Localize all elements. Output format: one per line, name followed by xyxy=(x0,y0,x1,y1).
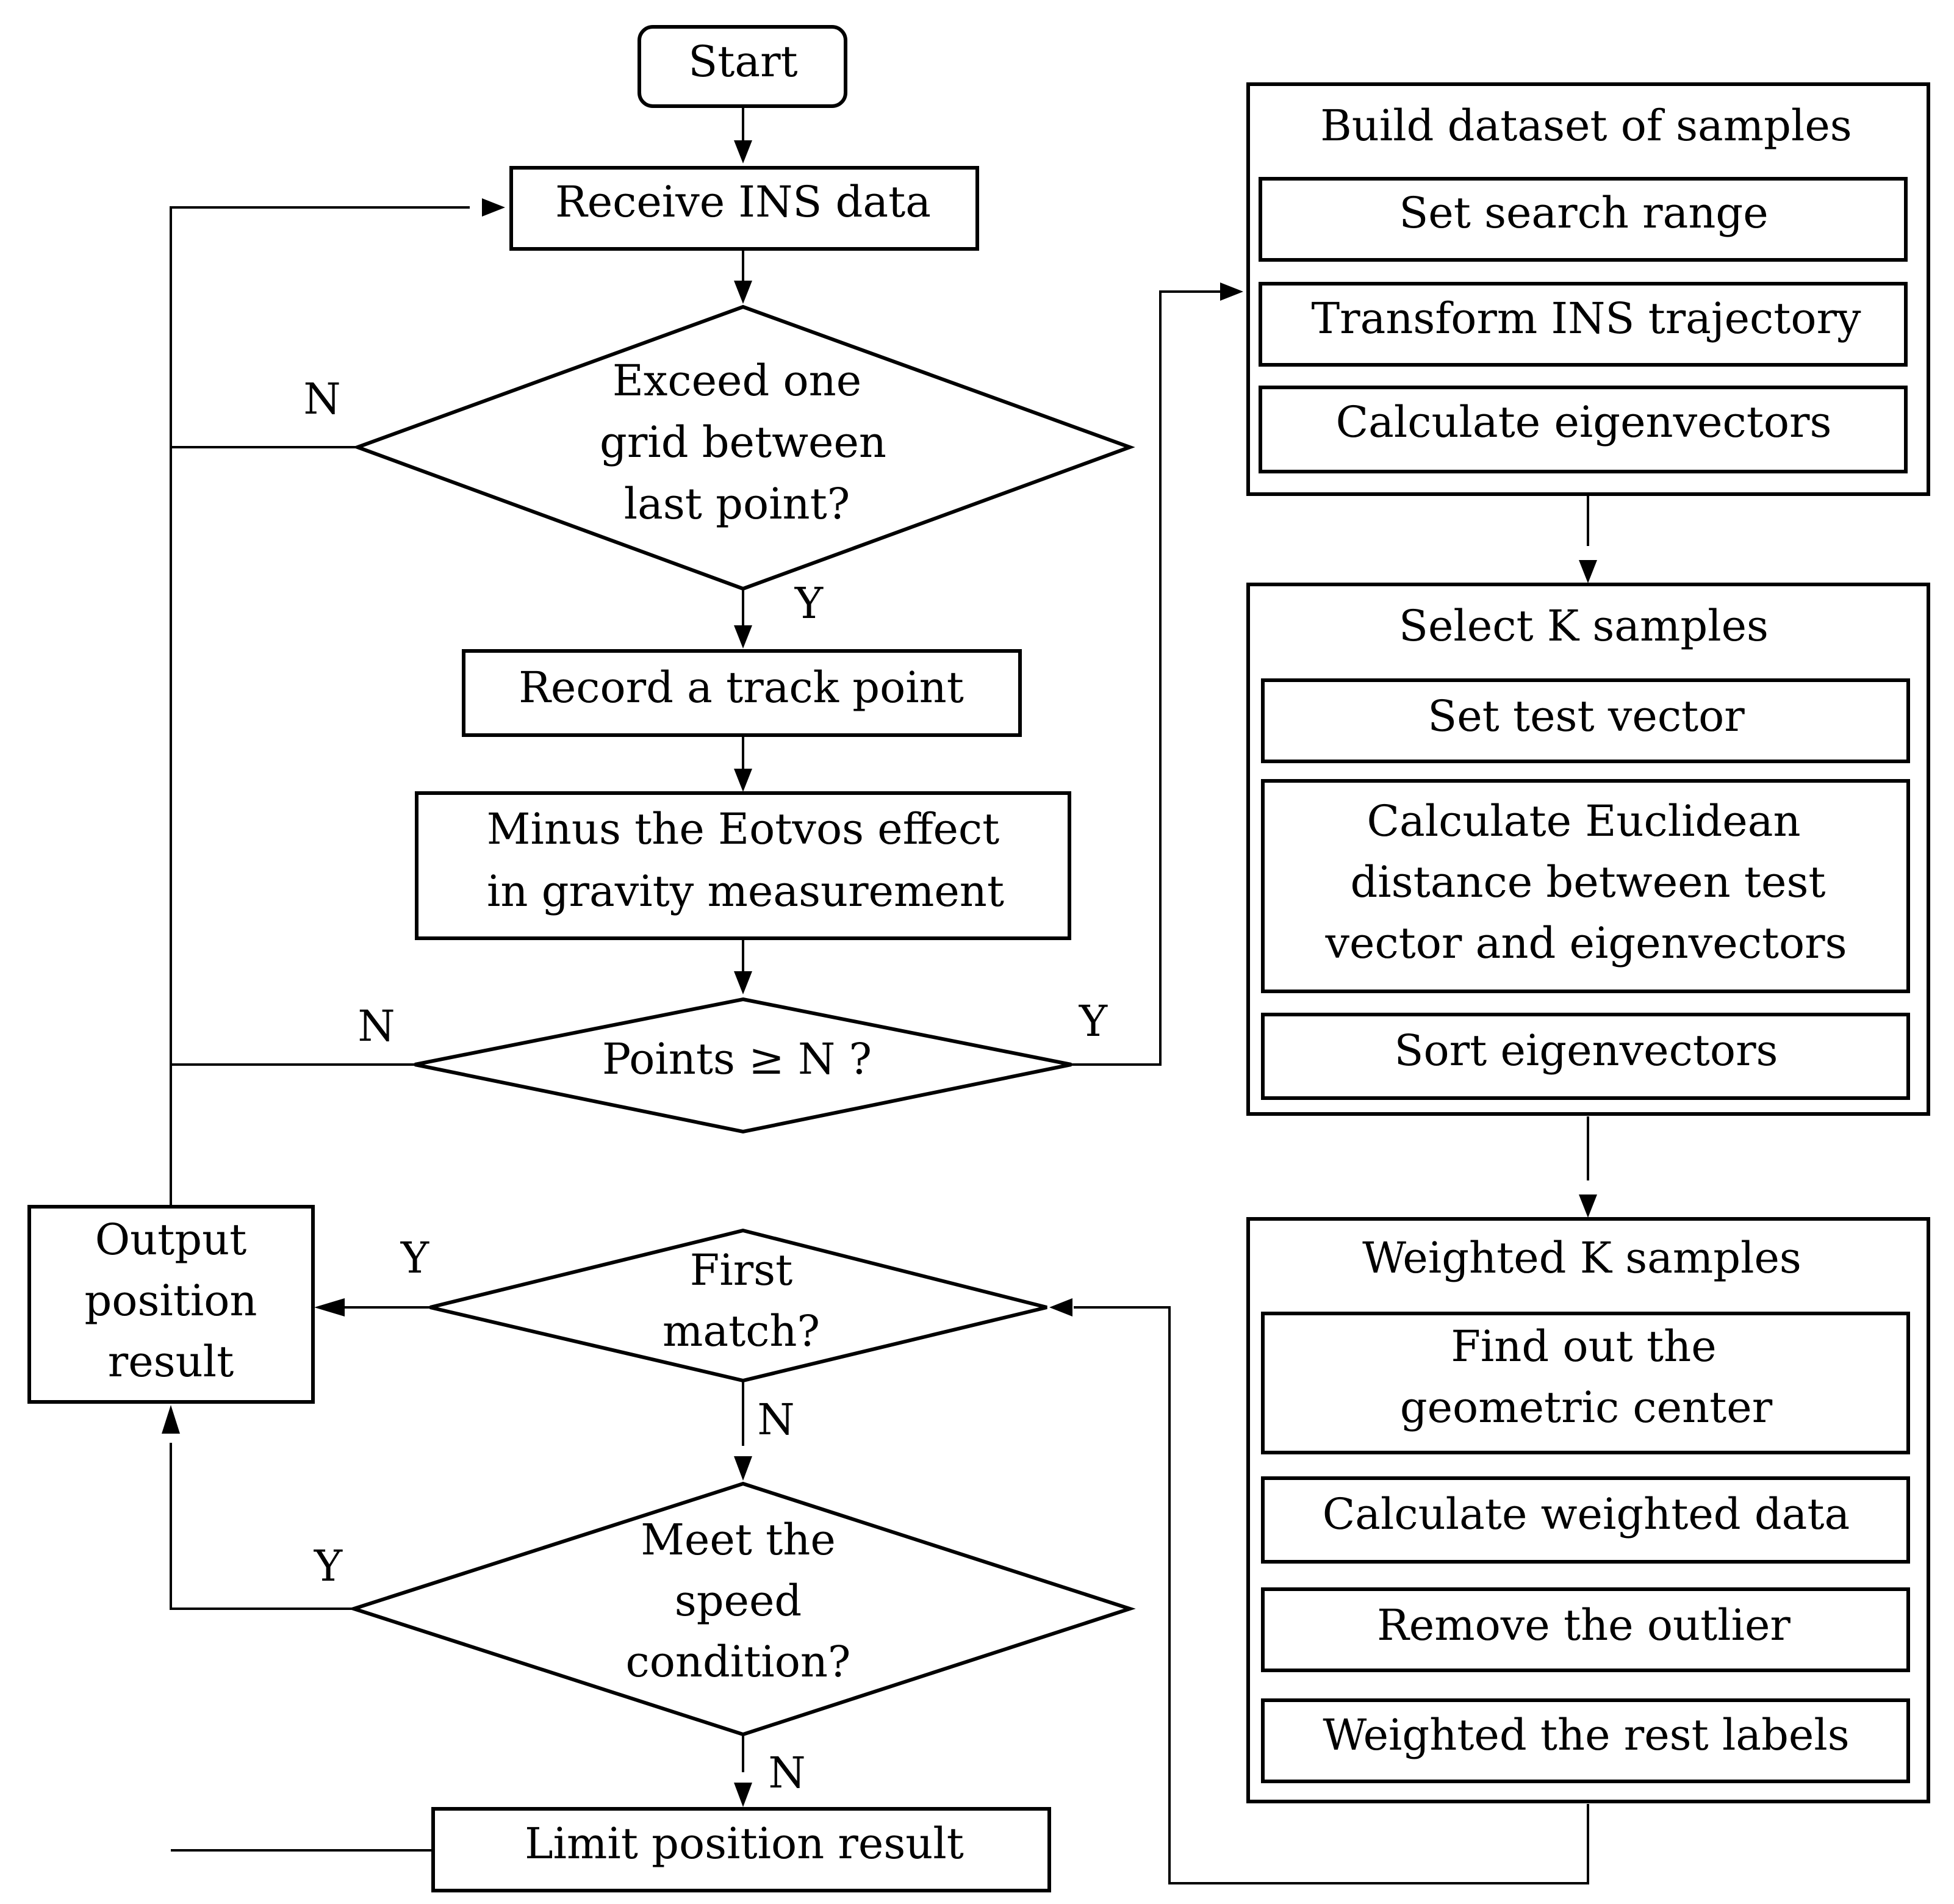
output-line-1: Output xyxy=(95,1215,247,1265)
weighted-rest: Weighted the rest labels xyxy=(1323,1710,1849,1760)
arrowhead-receive xyxy=(734,140,752,163)
start-label: Start xyxy=(688,37,797,87)
arrowhead-exceed xyxy=(734,281,752,304)
exceed-yes-label: Y xyxy=(794,578,824,628)
build-panel-title: Build dataset of samples xyxy=(1320,101,1852,151)
select-set-test: Set test vector xyxy=(1428,691,1745,741)
exceed-node: Exceed one grid between last point? xyxy=(352,304,1135,591)
exceed-line-2: grid between xyxy=(600,417,886,467)
minus-line-1: Minus the Eotvos effect xyxy=(487,804,999,854)
arrowhead-select xyxy=(1579,560,1597,583)
limit-label: Limit position result xyxy=(525,1819,964,1869)
weighted-calc-box xyxy=(1261,1476,1910,1564)
arrowhead-weighted xyxy=(1579,1194,1597,1218)
arrowhead-speed xyxy=(734,1456,752,1481)
speed-line-2: speed xyxy=(675,1576,802,1626)
select-euclid-line-2: distance between test xyxy=(1350,857,1825,907)
points-node: Points ≥ N ? xyxy=(414,997,1072,1134)
first-match-line-2: match? xyxy=(663,1306,820,1356)
limit-box xyxy=(431,1807,1051,1892)
points-yes-label: Y xyxy=(1079,996,1108,1046)
speed-line-1: Meet the xyxy=(641,1515,836,1565)
connector-points-yes xyxy=(1071,290,1220,1066)
connector-loop-receive xyxy=(170,206,470,1205)
weighted-center-line-1: Find out the xyxy=(1451,1321,1716,1371)
exceed-decision xyxy=(352,304,1135,591)
weighted-remove: Remove the outlier xyxy=(1377,1600,1791,1650)
build-step-box-1 xyxy=(1259,177,1908,262)
weighted-center-line-2: geometric center xyxy=(1400,1382,1773,1432)
output-line-2: position xyxy=(84,1276,257,1326)
output-node: Output position result xyxy=(27,1205,315,1404)
weighted-center-box xyxy=(1261,1312,1910,1454)
arrowhead-limit xyxy=(734,1783,752,1807)
select-euclid-line-1: Calculate Euclidean xyxy=(1367,796,1800,846)
start-node: Start xyxy=(638,25,847,108)
first-match-line-1: First xyxy=(690,1245,792,1295)
arrowhead-minus xyxy=(734,769,752,792)
arrowheads xyxy=(162,140,1597,1807)
receive-label: Receive INS data xyxy=(555,177,931,227)
arrowhead-loop-receive xyxy=(482,198,505,217)
minus-line-2: in gravity measurement xyxy=(487,866,1004,916)
build-step-1: Set search range xyxy=(1399,188,1768,238)
connector-speed-yes xyxy=(170,1443,354,1610)
arrowhead-record xyxy=(734,625,752,648)
first-match-node: First match? xyxy=(429,1228,1047,1383)
select-euclid-line-3: vector and eigenvectors xyxy=(1324,918,1847,968)
arrowhead-output-from-first xyxy=(314,1298,345,1317)
weighted-panel-title: Weighted K samples xyxy=(1362,1233,1801,1283)
exceed-line-1: Exceed one xyxy=(612,356,861,406)
minus-node: Minus the Eotvos effect in gravity measu… xyxy=(415,791,1071,940)
build-step-box-2 xyxy=(1259,282,1908,367)
first-match-decision xyxy=(429,1228,1047,1383)
connectors xyxy=(170,107,1589,1884)
build-step-3: Calculate eigenvectors xyxy=(1336,397,1832,447)
arrowhead-points xyxy=(734,971,752,994)
build-step-box-3 xyxy=(1259,386,1908,473)
select-panel-title: Select K samples xyxy=(1399,601,1769,651)
first-yes-label: Y xyxy=(400,1233,429,1283)
points-no-label: N xyxy=(357,1001,395,1051)
limit-node: Limit position result xyxy=(431,1807,1051,1892)
speed-no-label: N xyxy=(768,1748,805,1798)
weighted-rest-box xyxy=(1261,1698,1910,1783)
weighted-panel: Weighted K samples Find out the geometri… xyxy=(1246,1217,1930,1803)
start-terminal xyxy=(638,25,847,108)
select-panel: Select K samples Set test vector Calcula… xyxy=(1246,583,1930,1116)
arrowhead-output-from-below xyxy=(162,1405,180,1434)
exceed-line-3: last point? xyxy=(624,479,850,529)
build-panel: Build dataset of samples Set search rang… xyxy=(1246,82,1930,496)
receive-node: Receive INS data xyxy=(509,166,979,251)
points-label: Points ≥ N ? xyxy=(602,1034,872,1084)
first-no-label: N xyxy=(757,1395,794,1445)
speed-decision xyxy=(348,1481,1136,1737)
select-sort: Sort eigenvectors xyxy=(1395,1026,1778,1076)
output-line-3: result xyxy=(108,1337,234,1387)
record-box xyxy=(462,649,1022,737)
minus-box xyxy=(415,791,1071,940)
exceed-no-label: N xyxy=(303,374,340,424)
points-decision xyxy=(414,997,1072,1134)
build-step-2: Transform INS trajectory xyxy=(1311,293,1861,343)
arrowhead-first-match xyxy=(1049,1298,1072,1317)
speed-node: Meet the speed condition? xyxy=(348,1481,1136,1737)
select-sort-box xyxy=(1261,1013,1910,1100)
output-box xyxy=(27,1205,315,1404)
receive-box xyxy=(509,166,979,251)
select-euclid-box xyxy=(1261,779,1910,993)
branch-labels: N Y N Y Y N Y N xyxy=(303,374,1108,1798)
record-label: Record a track point xyxy=(519,663,964,713)
weighted-calc: Calculate weighted data xyxy=(1323,1489,1850,1539)
record-node: Record a track point xyxy=(462,649,1022,737)
select-set-test-box xyxy=(1261,678,1910,763)
speed-yes-label: Y xyxy=(314,1541,343,1591)
connector-weighted-firstmatch xyxy=(1074,1306,1589,1884)
arrowhead-build xyxy=(1220,282,1243,301)
weighted-remove-box xyxy=(1261,1587,1910,1672)
speed-line-3: condition? xyxy=(626,1637,851,1687)
